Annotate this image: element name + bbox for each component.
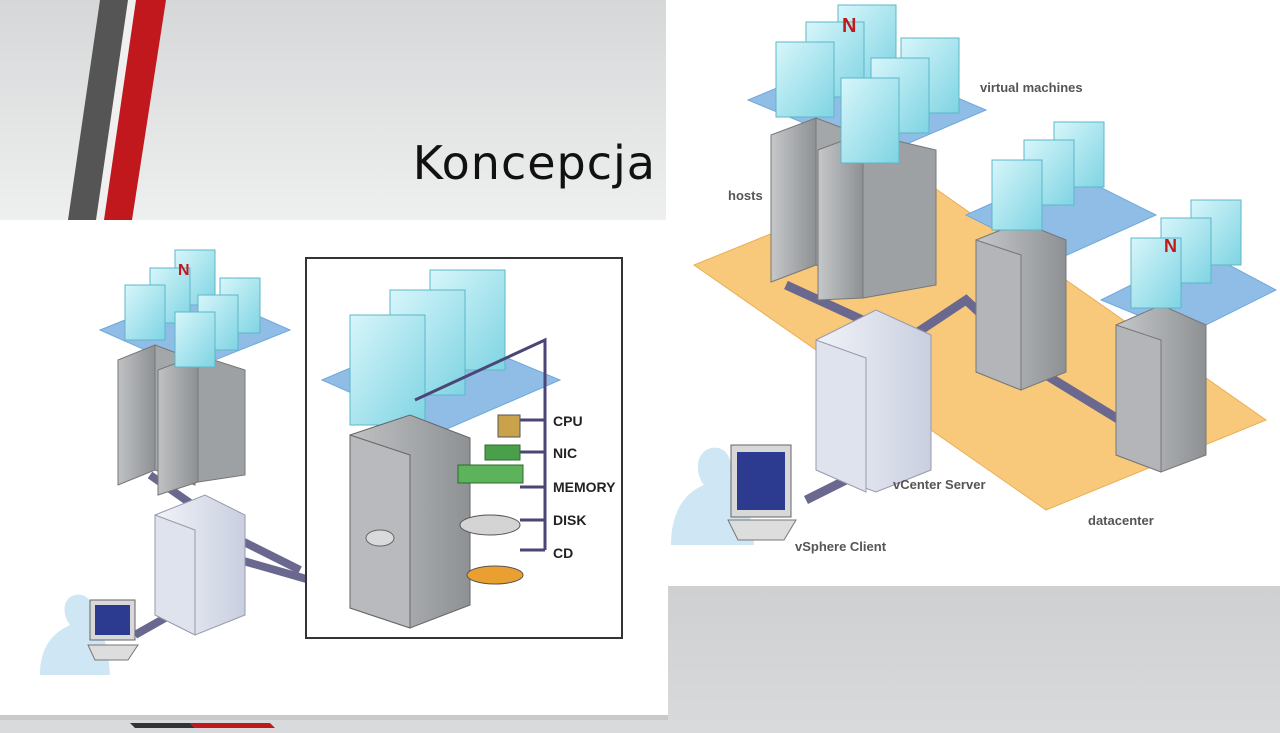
slide-title: Koncepcja — [412, 136, 656, 190]
user-workstation-right — [671, 444, 797, 545]
cpu-label: CPU — [553, 413, 583, 429]
host-server-2 — [975, 221, 1067, 391]
virtual-machines-label: virtual machines — [980, 80, 1083, 95]
datacenter-label: datacenter — [1088, 513, 1154, 528]
cd-label: CD — [553, 545, 573, 561]
disk-icon — [459, 514, 521, 536]
nic-icon — [484, 444, 521, 461]
right-diagram: N N — [666, 0, 1280, 586]
svg-text:N: N — [842, 15, 856, 37]
bottom-right-background — [668, 586, 1280, 720]
hosts-label: hosts — [728, 188, 763, 203]
cd-icon — [466, 565, 524, 585]
vm-cluster-3: N — [1130, 199, 1242, 309]
vcenter-server-label: vCenter Server — [893, 477, 986, 492]
memory-label: MEMORY — [553, 479, 616, 495]
cpu-icon — [497, 414, 521, 438]
vcenter-server-left — [154, 494, 246, 636]
svg-text:N: N — [1164, 236, 1177, 256]
host-server-3 — [1115, 304, 1207, 473]
decorative-stripes — [68, 0, 166, 220]
host-detail-box: CPU NIC MEMORY DISK CD — [305, 257, 623, 639]
bottom-strip — [0, 715, 668, 728]
nic-label: NIC — [553, 445, 577, 461]
vm-cluster: N — [124, 249, 261, 368]
user-workstation-left — [40, 594, 139, 675]
host-servers — [117, 344, 246, 496]
svg-text:N: N — [178, 262, 190, 279]
left-diagram: N — [0, 220, 668, 715]
vm-cluster-2 — [991, 121, 1105, 231]
vsphere-client-label: vSphere Client — [795, 539, 887, 554]
title-area: Koncepcja — [0, 0, 666, 220]
vcenter-server-right — [815, 309, 932, 493]
memory-icon — [457, 464, 524, 484]
vm-cluster-1: N — [775, 4, 960, 164]
disk-label: DISK — [553, 512, 586, 528]
